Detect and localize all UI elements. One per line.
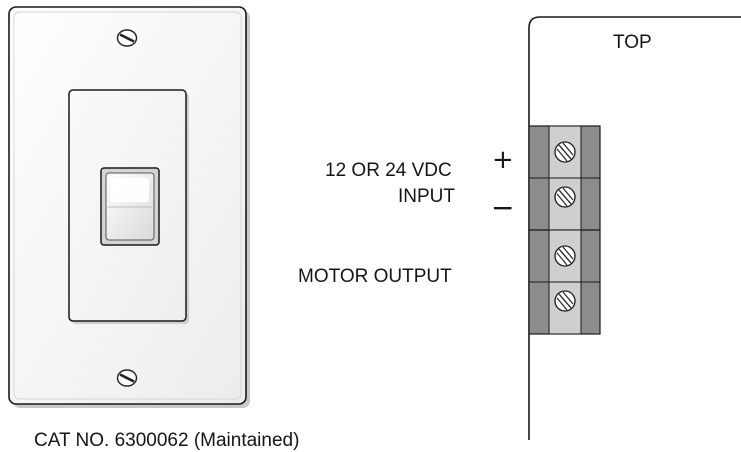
terminal-screw-icon — [554, 245, 576, 267]
top-screw-icon — [116, 29, 138, 47]
terminal-board-outline — [528, 16, 741, 440]
wiring-diagram — [8, 6, 741, 440]
plate-inner-bevel — [13, 11, 242, 400]
motor-output-label: MOTOR OUTPUT — [298, 266, 452, 287]
switch-plate — [8, 6, 250, 408]
terminal-screw-icon — [554, 290, 576, 312]
terminal-block — [528, 125, 601, 335]
input-label: INPUT — [398, 186, 455, 207]
minus-sign: − — [491, 191, 515, 224]
terminal-screw-icon — [554, 186, 576, 208]
top-label: TOP — [613, 32, 652, 53]
terminal-screw-icon — [554, 141, 576, 163]
supply-voltage-label: 12 OR 24 VDC — [325, 160, 452, 181]
rocker-switch-icon[interactable] — [100, 167, 160, 246]
catalog-caption: CAT NO. 6300062 (Maintained) — [34, 430, 300, 451]
bottom-screw-icon — [116, 369, 138, 387]
plus-sign: + — [492, 145, 514, 175]
